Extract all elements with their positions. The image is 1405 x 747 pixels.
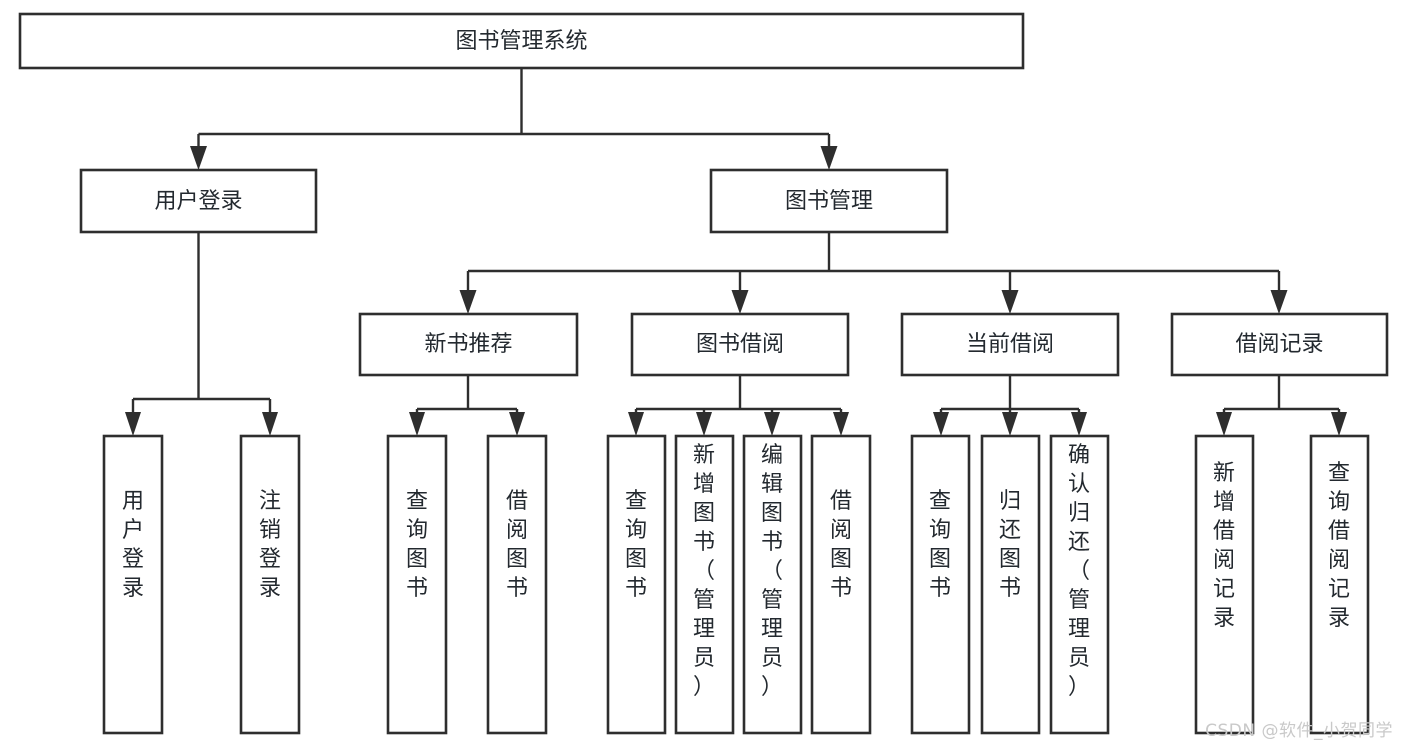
node-book-borrow-label: 图书借阅 xyxy=(696,332,784,357)
leaf-user-login[interactable]: 用户登录 xyxy=(102,434,164,735)
leaf-query-book-3-box[interactable] xyxy=(910,434,971,735)
node-book-borrow[interactable]: 图书借阅 xyxy=(630,312,850,377)
leaf-return-book-label: 归还图书 xyxy=(999,489,1021,601)
leaf-query-book-3-label: 查询图书 xyxy=(929,489,951,601)
connector-group xyxy=(125,68,1347,436)
node-new-book-recommend-label: 新书推荐 xyxy=(424,332,512,357)
leaf-query-book-1-label: 查询图书 xyxy=(406,489,428,601)
leaf-borrow-book-1[interactable]: 借阅图书 xyxy=(486,434,548,735)
arrow-leaf-logout-login xyxy=(262,412,278,436)
leaf-add-book[interactable]: 新增图书（管理员） xyxy=(674,434,735,735)
leaf-query-book-1-box[interactable] xyxy=(386,434,448,735)
node-current-borrow-label: 当前借阅 xyxy=(966,332,1054,357)
node-book-management[interactable]: 图书管理 xyxy=(709,168,949,234)
leaf-confirm-return-label: 确认归还（管理员） xyxy=(1068,443,1090,700)
leaf-confirm-return[interactable]: 确认归还（管理员） xyxy=(1049,434,1110,735)
node-current-borrow[interactable]: 当前借阅 xyxy=(900,312,1120,377)
node-root-box[interactable] xyxy=(18,12,1025,70)
arrow-leaf-query-book-2 xyxy=(628,412,644,436)
node-user-login-label: 用户登录 xyxy=(154,189,242,214)
leaf-query-record[interactable]: 查询借阅记录 xyxy=(1309,434,1370,735)
leaf-logout-login-box[interactable] xyxy=(239,434,301,735)
leaf-add-record-label: 新增借阅记录 xyxy=(1213,461,1235,631)
leaf-query-book-2-label: 查询图书 xyxy=(625,489,647,601)
leaf-user-login-box[interactable] xyxy=(102,434,164,735)
arrow-leaf-query-record xyxy=(1331,412,1347,436)
node-book-management-label: 图书管理 xyxy=(785,189,873,214)
leaf-logout-login[interactable]: 注销登录 xyxy=(239,434,301,735)
node-user-login[interactable]: 用户登录 xyxy=(79,168,318,234)
arrow-to-current-borrow xyxy=(1001,290,1019,314)
arrow-leaf-confirm-return xyxy=(1071,412,1087,436)
leaf-edit-book-label: 编辑图书（管理员） xyxy=(761,443,783,700)
node-new-book-recommend[interactable]: 新书推荐 xyxy=(358,312,579,377)
arrow-to-new-book-recommend xyxy=(459,290,477,314)
leaf-query-book-3[interactable]: 查询图书 xyxy=(910,434,971,735)
arrow-to-borrow-record xyxy=(1270,290,1288,314)
arrow-to-book-borrow xyxy=(731,290,749,314)
arrow-leaf-borrow-book-2 xyxy=(833,412,849,436)
leaf-add-book-label: 新增图书（管理员） xyxy=(693,443,715,700)
leaf-borrow-book-2[interactable]: 借阅图书 xyxy=(810,434,872,735)
leaf-borrow-book-2-box[interactable] xyxy=(810,434,872,735)
leaf-edit-book-box[interactable] xyxy=(742,434,803,735)
node-borrow-record-label: 借阅记录 xyxy=(1235,332,1323,357)
leaf-add-record-box[interactable] xyxy=(1194,434,1255,735)
node-book-borrow-box[interactable] xyxy=(630,312,850,377)
node-book-management-box[interactable] xyxy=(709,168,949,234)
leaf-confirm-return-box[interactable] xyxy=(1049,434,1110,735)
node-root[interactable]: 图书管理系统 xyxy=(18,12,1025,70)
leaf-query-book-2[interactable]: 查询图书 xyxy=(606,434,667,735)
node-borrow-record-box[interactable] xyxy=(1170,312,1389,377)
arrow-to-user-login xyxy=(190,146,207,170)
arrow-leaf-borrow-book-1 xyxy=(509,412,525,436)
node-borrow-record[interactable]: 借阅记录 xyxy=(1170,312,1389,377)
leaf-borrow-book-2-label: 借阅图书 xyxy=(830,489,852,601)
leaf-edit-book[interactable]: 编辑图书（管理员） xyxy=(742,434,803,735)
arrow-leaf-return-book xyxy=(1002,412,1018,436)
arrow-leaf-query-book-3 xyxy=(933,412,949,436)
leaf-query-book-2-box[interactable] xyxy=(606,434,667,735)
node-root-label: 图书管理系统 xyxy=(455,29,587,54)
arrow-leaf-add-book xyxy=(696,412,712,436)
arrow-leaf-query-book-1 xyxy=(409,412,425,436)
node-user-login-box[interactable] xyxy=(79,168,318,234)
node-new-book-recommend-box[interactable] xyxy=(358,312,579,377)
arrow-leaf-edit-book xyxy=(764,412,780,436)
leaf-user-login-label: 用户登录 xyxy=(122,489,144,601)
leaf-query-book-1[interactable]: 查询图书 xyxy=(386,434,448,735)
arrow-to-book-management xyxy=(820,146,838,170)
leaf-query-record-box[interactable] xyxy=(1309,434,1370,735)
leaf-query-record-label: 查询借阅记录 xyxy=(1328,461,1350,631)
leaf-add-book-box[interactable] xyxy=(674,434,735,735)
leaf-return-book-box[interactable] xyxy=(980,434,1041,735)
arrow-leaf-user-login xyxy=(125,412,141,436)
node-current-borrow-box[interactable] xyxy=(900,312,1120,377)
leaf-borrow-book-1-label: 借阅图书 xyxy=(506,489,528,601)
arrow-leaf-add-record xyxy=(1216,412,1232,436)
leaf-return-book[interactable]: 归还图书 xyxy=(980,434,1041,735)
leaf-add-record[interactable]: 新增借阅记录 xyxy=(1194,434,1255,735)
leaf-logout-login-label: 注销登录 xyxy=(259,489,281,601)
leaf-borrow-book-1-box[interactable] xyxy=(486,434,548,735)
